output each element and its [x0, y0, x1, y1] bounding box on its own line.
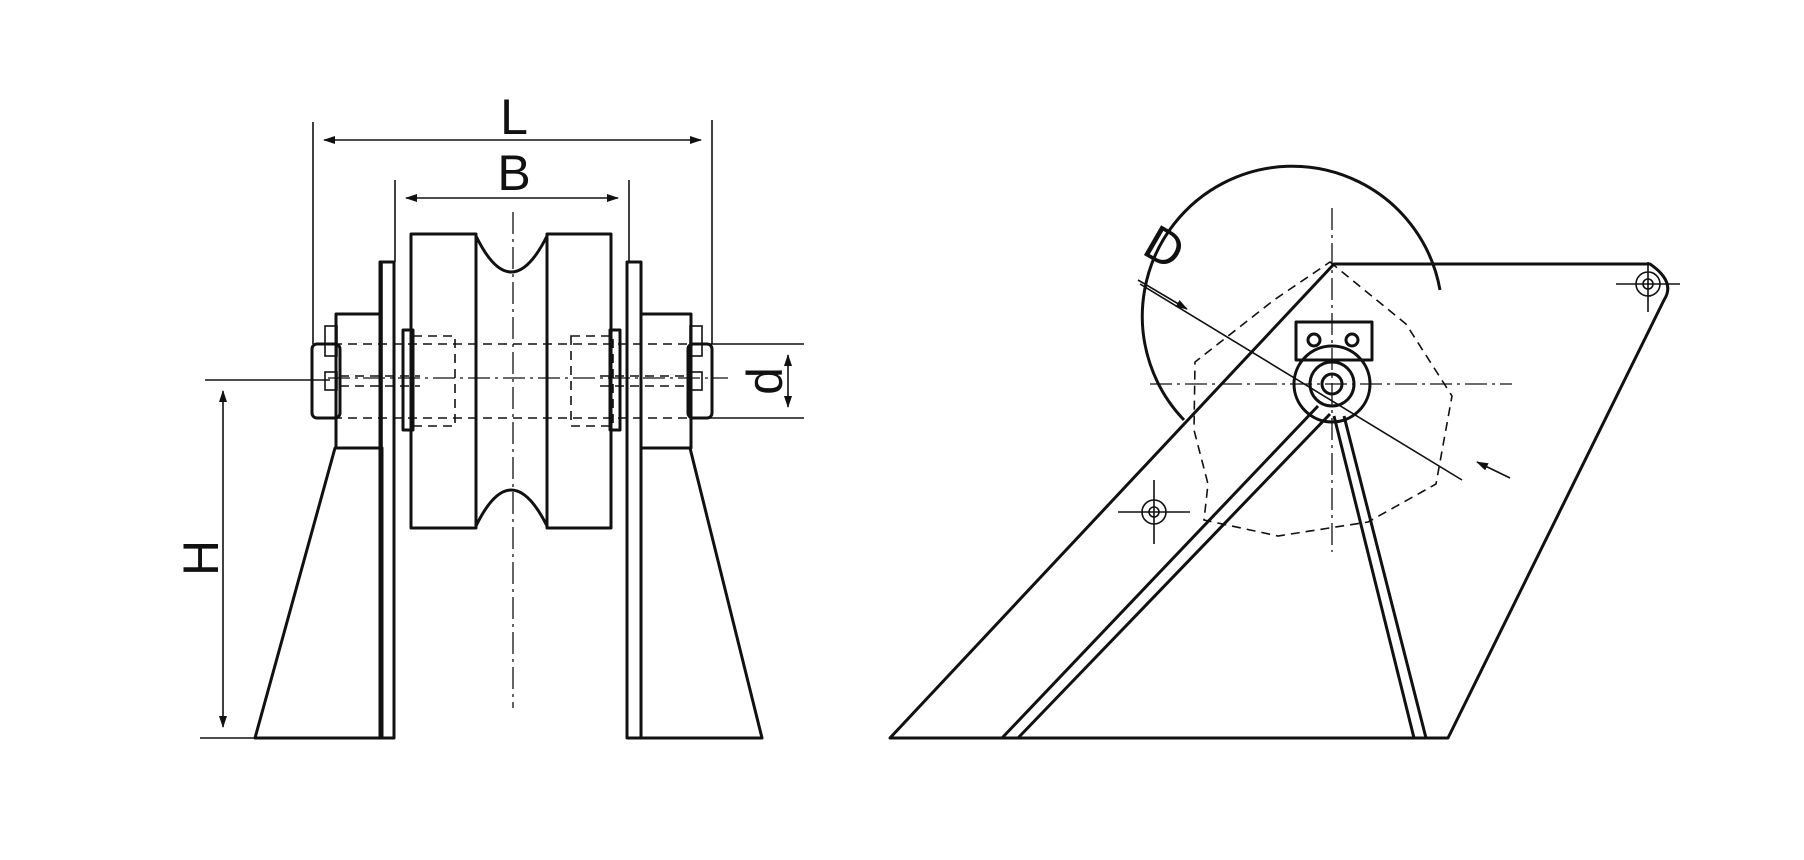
sheave-outline — [1140, 164, 1442, 422]
label-L: L — [500, 89, 528, 145]
sheave-groove-top — [474, 235, 549, 274]
hidden-right-bearing — [570, 335, 614, 427]
label-d: d — [737, 367, 793, 395]
right-bearing-block — [639, 312, 693, 450]
front-view: L B d H — [173, 89, 804, 740]
hidden-left-bearing — [412, 335, 456, 427]
sheave-left-flange — [409, 232, 478, 530]
bolt-mark-left — [1118, 480, 1190, 544]
vertical-strut-left — [1332, 415, 1416, 739]
label-D: D — [1135, 214, 1194, 281]
right-base-bracket — [639, 446, 764, 740]
label-B: B — [497, 145, 530, 201]
bracket-bolt-left — [1306, 332, 1322, 348]
bracket-bolt-right — [1344, 332, 1360, 348]
dimension-line-D — [1139, 283, 1463, 481]
sheave-groove-bottom — [474, 488, 549, 527]
left-bearing-block — [334, 312, 382, 450]
sheave-right-flange — [545, 232, 613, 530]
left-base-bracket — [253, 446, 384, 740]
diagonal-strut-inner — [1016, 412, 1332, 740]
label-H: H — [173, 540, 229, 576]
bolt-mark-right — [1616, 262, 1680, 312]
right-side-plate — [625, 260, 643, 740]
left-side-plate — [378, 260, 396, 740]
side-frame — [888, 262, 1670, 740]
vertical-strut-right — [1342, 415, 1428, 739]
diagonal-strut-outer — [1000, 404, 1320, 740]
side-view: D — [888, 164, 1680, 740]
bearing-bracket — [1294, 320, 1374, 362]
